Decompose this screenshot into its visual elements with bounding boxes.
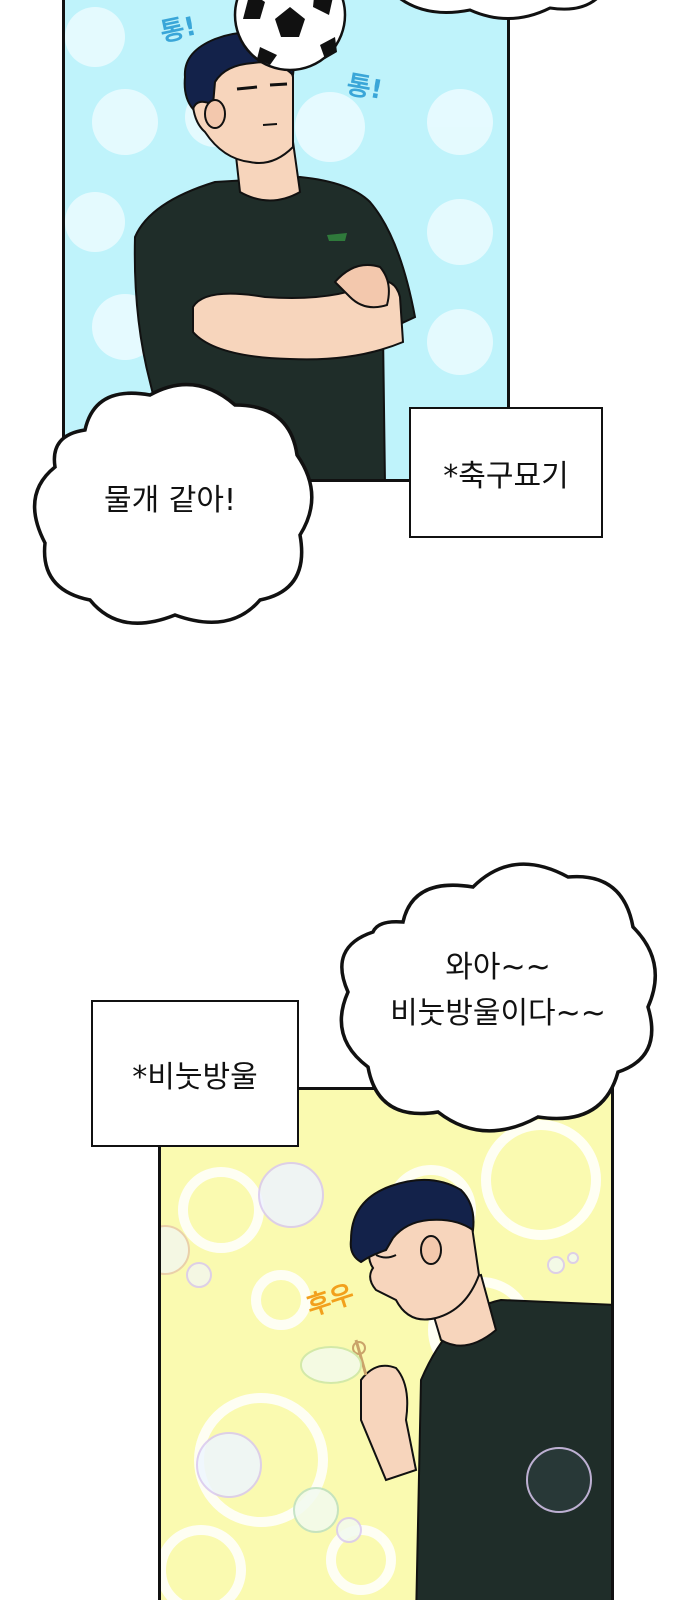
- crossed-arms: [192, 280, 405, 361]
- speech-bubble-partial: [380, 0, 620, 30]
- caption-box-soccer: *축구묘기: [409, 407, 603, 538]
- speech-text-line-2: 비눗방울이다~~: [390, 996, 606, 1031]
- soap-bubbles: [161, 1162, 592, 1543]
- bubble-shape: [32, 382, 314, 625]
- speech-text-line-1: 와아~~: [445, 950, 551, 985]
- panel-bubbles: 후우: [158, 1087, 614, 1600]
- soccer-ball: [233, 0, 347, 72]
- sfx-bounce-1: 통!: [157, 11, 200, 49]
- hair: [349, 1178, 475, 1264]
- speech-bubble-seal: 물개 같아!: [25, 375, 315, 630]
- fist: [333, 263, 390, 309]
- bubble-scene-art: [161, 1120, 611, 1600]
- black-shirt: [415, 1298, 611, 1600]
- speech-text: 물개 같아!: [104, 483, 236, 518]
- caption-box-bubbles: *비눗방울: [91, 1000, 299, 1147]
- sfx-bounce-2: 통!: [344, 70, 385, 106]
- hand: [360, 1364, 418, 1482]
- bubble-shape: [339, 862, 657, 1133]
- speech-bubble-wow: 와아~~ 비눗방울이다~~: [333, 852, 663, 1142]
